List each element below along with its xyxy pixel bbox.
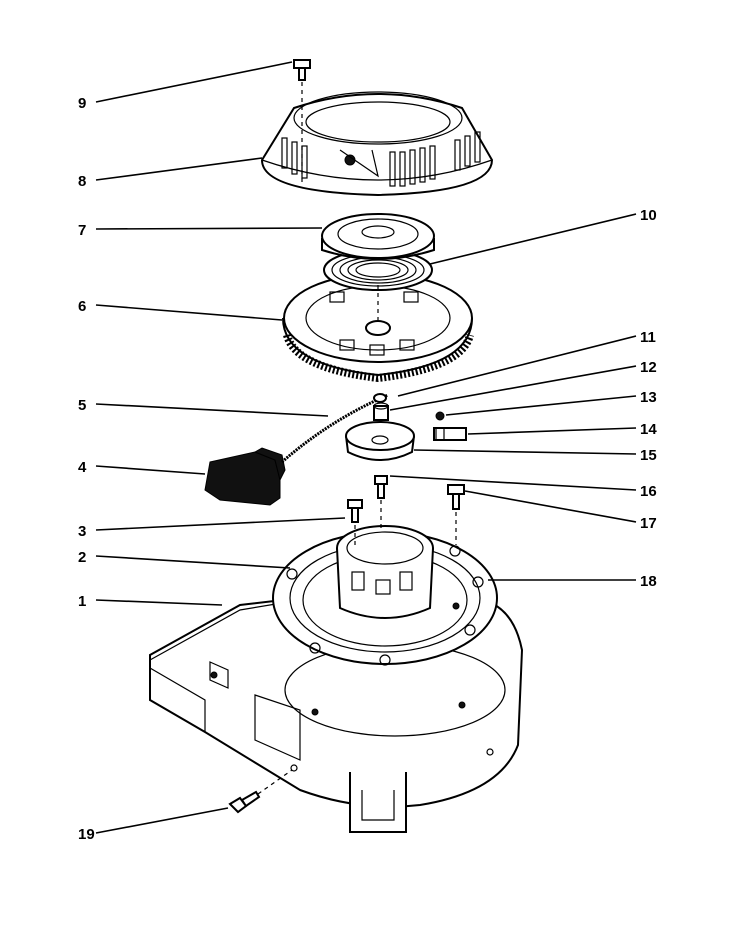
screw-16-part <box>374 475 388 530</box>
leader-6 <box>95 304 283 321</box>
callout-17: 17 <box>640 515 657 532</box>
callout-labels: 1 2 3 4 5 6 7 8 9 10 11 12 13 14 15 16 1… <box>78 95 657 843</box>
leader-15 <box>413 449 637 455</box>
callout-7: 7 <box>78 222 86 239</box>
cover-vents <box>281 131 481 187</box>
callout-12: 12 <box>640 359 657 376</box>
callout-5: 5 <box>78 397 86 414</box>
leader-9 <box>95 61 293 103</box>
screw-17-part <box>447 484 465 545</box>
callout-18: 18 <box>640 573 657 590</box>
leader-16 <box>389 475 637 491</box>
leader-17 <box>464 490 637 523</box>
leader-4 <box>95 465 206 475</box>
leader-1 <box>95 599 223 606</box>
callout-8: 8 <box>78 173 86 190</box>
spring-13-part <box>435 411 445 421</box>
leader-2 <box>95 555 291 569</box>
leader-5 <box>95 403 329 417</box>
callout-6: 6 <box>78 298 86 315</box>
callout-4: 4 <box>78 459 87 476</box>
screw-9-part <box>293 59 311 185</box>
callout-14: 14 <box>640 421 657 438</box>
leader-13 <box>445 395 637 416</box>
callout-10: 10 <box>640 207 657 224</box>
callout-19: 19 <box>78 826 95 843</box>
leader-14 <box>467 427 637 435</box>
callout-15: 15 <box>640 447 657 464</box>
leader-lines <box>95 61 637 834</box>
screw-3-part <box>347 499 363 545</box>
leader-3 <box>95 517 346 531</box>
callout-1: 1 <box>78 593 86 610</box>
washer-12-part <box>373 402 389 421</box>
starter-housing-part <box>272 525 498 666</box>
leader-11 <box>397 335 637 397</box>
callout-9: 9 <box>78 95 86 112</box>
leader-8 <box>95 157 263 181</box>
spring-cover-part <box>321 213 435 260</box>
callout-3: 3 <box>78 523 86 540</box>
leader-10 <box>429 213 637 265</box>
leader-19 <box>95 807 229 834</box>
callout-13: 13 <box>640 389 657 406</box>
leader-12 <box>389 365 637 411</box>
screw-19-part <box>228 769 293 814</box>
callout-2: 2 <box>78 549 86 566</box>
rope-fitting-11-part <box>373 393 387 403</box>
leader-7 <box>95 227 323 230</box>
callout-16: 16 <box>640 483 657 500</box>
ratchet-15-part <box>345 421 415 461</box>
pawl-14-part <box>433 427 467 441</box>
rewind-cover-part <box>260 91 494 197</box>
pulley-part <box>282 273 474 383</box>
starter-handle-part <box>204 447 286 506</box>
callout-11: 11 <box>640 329 656 346</box>
